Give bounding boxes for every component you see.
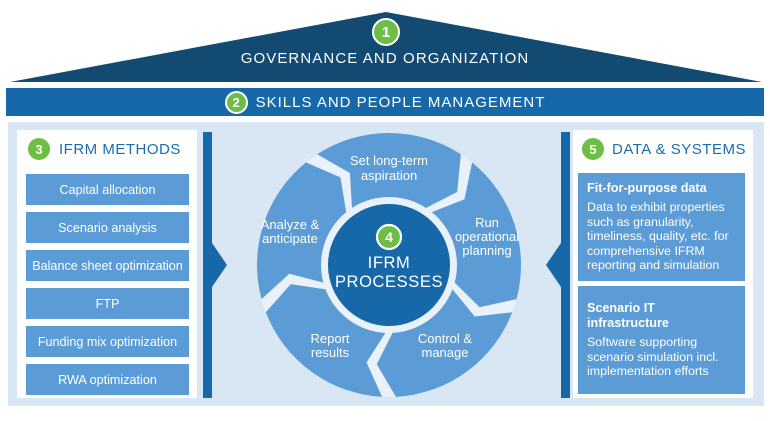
data-panel-title: DATA & SYSTEMS (612, 140, 746, 158)
skills-bar: 2 SKILLS AND PEOPLE MANAGEMENT (6, 88, 764, 116)
data-box-list: Fit-for-purpose data Data to exhibit pro… (578, 173, 745, 394)
info-box-body: Software supporting scenario simulation … (587, 335, 719, 379)
wheel-number-badge: 4 (375, 223, 403, 251)
segment-label-run: Run (475, 215, 499, 230)
center-title-line2: PROCESSES (335, 273, 443, 291)
arrow-left-icon (546, 243, 561, 287)
method-item-ftp: FTP (26, 288, 189, 319)
segment-label-control: Control & (418, 331, 473, 346)
info-box-fit-for-purpose-data: Fit-for-purpose data Data to exhibit pro… (578, 173, 745, 281)
skills-title: SKILLS AND PEOPLE MANAGEMENT (255, 93, 546, 111)
roof-number-badge: 1 (372, 18, 400, 46)
methods-panel: 3 IFRM METHODS Capital allocation Scenar… (17, 130, 197, 398)
segment-label-report: Report (310, 331, 349, 346)
method-item-balance-sheet-optimization: Balance sheet optimization (26, 250, 189, 281)
method-item-capital-allocation: Capital allocation (26, 174, 189, 205)
left-divider-bar (203, 132, 212, 398)
arrow-right-icon (212, 243, 227, 287)
segment-label-results: results (311, 345, 350, 360)
info-box-body: Data to exhibit properties such as granu… (587, 200, 729, 273)
center-circle (328, 204, 450, 326)
data-systems-panel: 5 DATA & SYSTEMS Fit-for-purpose data Da… (573, 130, 753, 398)
wheel-segments (244, 132, 534, 410)
roof-title: GOVERNANCE AND ORGANIZATION (240, 50, 530, 67)
segment-label-operational: operational (455, 229, 519, 244)
right-divider-bar (561, 132, 570, 398)
data-number: 5 (589, 141, 597, 157)
data-number-badge: 5 (582, 138, 604, 160)
methods-panel-title: IFRM METHODS (59, 140, 181, 158)
segment-label-anticipate: anticipate (262, 231, 318, 246)
wheel-segment (317, 132, 461, 208)
data-panel-header: 5 DATA & SYSTEMS (573, 130, 753, 160)
wheel-number: 4 (385, 229, 393, 245)
method-item-rwa-optimization: RWA optimization (26, 364, 189, 395)
segment-label-aspiration: aspiration (361, 168, 417, 183)
processes-wheel: 4 IFRM PROCESSES Set long-term aspiratio… (244, 132, 534, 410)
info-box-title: Fit-for-purpose data (587, 181, 707, 196)
method-item-funding-mix-optimization: Funding mix optimization (26, 326, 189, 357)
segment-label-planning: planning (462, 243, 511, 258)
info-box-scenario-it-infrastructure: Scenario IT infrastructure Software supp… (578, 286, 745, 394)
segment-label-set-long-term: Set long-term (350, 153, 428, 168)
methods-number: 3 (35, 141, 43, 157)
methods-number-badge: 3 (28, 138, 50, 160)
skills-number-badge: 2 (224, 90, 248, 114)
center-title-line1: IFRM (368, 254, 411, 272)
methods-list: Capital allocation Scenario analysis Bal… (26, 174, 189, 395)
method-item-scenario-analysis: Scenario analysis (26, 212, 189, 243)
roof-shape (10, 12, 762, 82)
info-box-title: Scenario IT infrastructure (587, 301, 669, 331)
skills-number: 2 (232, 94, 240, 110)
segment-label-analyze: Analyze & (261, 217, 320, 232)
roof-number: 1 (381, 23, 391, 41)
segment-label-manage: manage (422, 345, 469, 360)
methods-panel-header: 3 IFRM METHODS (17, 130, 197, 160)
